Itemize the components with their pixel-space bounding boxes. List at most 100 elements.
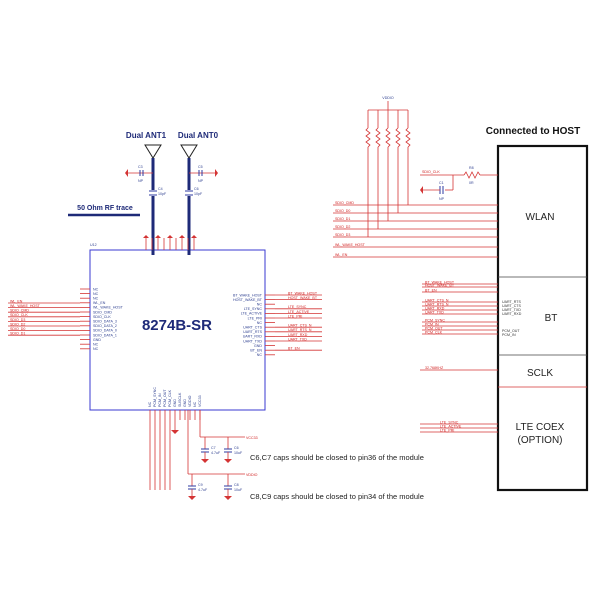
bottom-pin-label: PCM_CLK [168,389,172,407]
right-pin-label: GND [254,344,262,348]
note-vddio-caps: C8,C9 caps should be closed to pin34 of … [250,492,424,501]
ground-icon [420,186,423,194]
c4-value: 10pF [158,192,167,196]
c6-label: C6 [194,187,199,191]
bt-net-label: PCM_SYNC [425,318,445,322]
sclk-net-label: 32.768KHZ [425,366,444,370]
right-pin-label: HOST_WAKE_BT [233,298,263,302]
cap-label: C8 [234,483,239,487]
right-net-label: UART_RXD [288,333,308,337]
host-section-bt: BT [545,313,558,324]
bt-net-label: UART_RXD [425,306,445,310]
left-net-label: WL_EN [10,299,23,303]
antenna1-icon [144,144,162,159]
left-pin-label: NC [93,287,99,291]
ground-icon [224,459,232,463]
bottom-pin-label: GND [173,399,177,407]
left-pin-label: NC [93,347,99,351]
right-pin-label: LTE_PRI [248,316,262,320]
host-section-sclk: SCLK [527,368,553,379]
bottom-pin-label: GND [183,399,187,407]
right-net-label: UART_RTS_N [288,328,312,332]
left-pin-label: NC [93,292,99,296]
bt-net-label: UART_CTS_N [425,298,449,302]
c3-value: NP [138,179,144,183]
ground-icon [125,169,128,177]
left-net-label: SDIO_CLK [10,313,28,317]
resistor-r8 [463,171,481,179]
left-pin-label: SDIO_CLK [93,315,111,319]
right-pin-label: UART_CTS [243,326,263,330]
bottom-pin-label: NC [193,401,197,407]
ground-icon [215,169,218,177]
left-net-label: SDIO_D2 [10,322,25,326]
cap-value: 10uF [234,451,243,455]
right-pin-label: BT_WAKE_HOST [233,293,263,297]
right-pin-label: LTE_ACTIVE [241,312,263,316]
wlan-net-label: SDIO_CMD [335,201,354,205]
bottom-pin-label: PCM_OUT [163,389,167,407]
module-left-pins: NCNCNCWL_ENWL_WAKE_HOSTSDIO_CMDSDIO_CLKS… [8,287,124,351]
left-pin-label: NC [93,343,99,347]
right-pin-label: LTE_SYNC [244,307,263,311]
module-name: 8274B-SR [142,317,212,334]
bottom-pin-label: NC [148,401,152,407]
right-net-label: UART_TXD [288,337,307,341]
cap-value: 4.7uF [211,451,221,455]
bottom-pin-label: VCC33 [198,395,202,407]
right-net-label: LTE_SYNC [288,305,307,309]
lte-net-label: LTE_ACTIVE [440,424,462,428]
ground-icon [188,496,196,500]
left-pin-label: SDIO_DATA_2 [93,324,117,328]
resistor [375,127,381,148]
module-right-pins: BT_WAKE_HOSTHOST_WAKE_BTNCLTE_SYNCLTE_AC… [233,291,322,357]
host-section-lte: LTE COEX [516,422,565,433]
ground-icon [224,496,232,500]
c5-label: C5 [198,165,203,169]
lte-net-label: LTE_SYNC [440,420,459,424]
right-pin-label: UART_RTS [243,330,262,334]
host-nets: SDIO_CMDSDIO_D0SDIO_D1SDIO_D2SDIO_D3WL_W… [333,201,498,433]
bottom-pin-label: PCM_IN [158,393,162,407]
host-section-wlan: WLAN [526,212,555,223]
wlan-net-label: SDIO_D1 [335,217,350,221]
left-net-label: SDIO_D0 [10,327,25,331]
cap-value: 4.7uF [198,488,208,492]
lte-net-label: LTE_PRI [440,428,454,432]
ground-icon [155,235,161,238]
right-net-label: LTE_ACTIVE [288,310,310,314]
host-title: Connected to HOST [486,126,580,137]
right-pin-label: UART_RXD [243,335,263,339]
cap-label: C6 [234,446,239,450]
left-net-label: WL_WAKE_HOST [10,304,41,308]
right-pin-label: NC [257,303,263,307]
bt-net-label: HOST_WAKE_BT [425,283,455,287]
right-pin-label: UART_TXD [243,339,262,343]
sdio-pullup-resistors [365,110,411,237]
ground-icon [171,430,179,434]
ground-icon [201,459,209,463]
r8-value: 0R [469,181,474,185]
cap-value: 10uF [234,488,243,492]
ground-icon [191,235,197,238]
bt-net-label: PCM_IN [425,322,439,326]
c6-value: 10pF [194,192,203,196]
host-bt-pin-label: UART_RTS [502,300,521,304]
module-ref: U12 [90,243,97,247]
right-net-label: BT_EN [288,347,300,351]
rf-trace-label: 50 Ohm RF trace [77,205,133,212]
host-bt-pin-label: PCM_OUT [502,329,520,333]
cap-label: C9 [198,483,203,487]
right-net-label: LTE_PRI [288,314,302,318]
host-bt-pin-label: UART_TXD [502,308,521,312]
c1-value: NP [439,197,445,201]
bottom-pin-label: PCM_SYNC [153,387,157,407]
bt-net-label: PCM_CLK [425,330,443,334]
antenna0-icon [180,144,198,159]
bottom-pin-label: SUSCLK [178,392,182,407]
c3-label: C3 [138,165,143,169]
left-net-label: SDIO_CMD [10,309,29,313]
left-net-label: SDIO_D1 [10,332,25,336]
